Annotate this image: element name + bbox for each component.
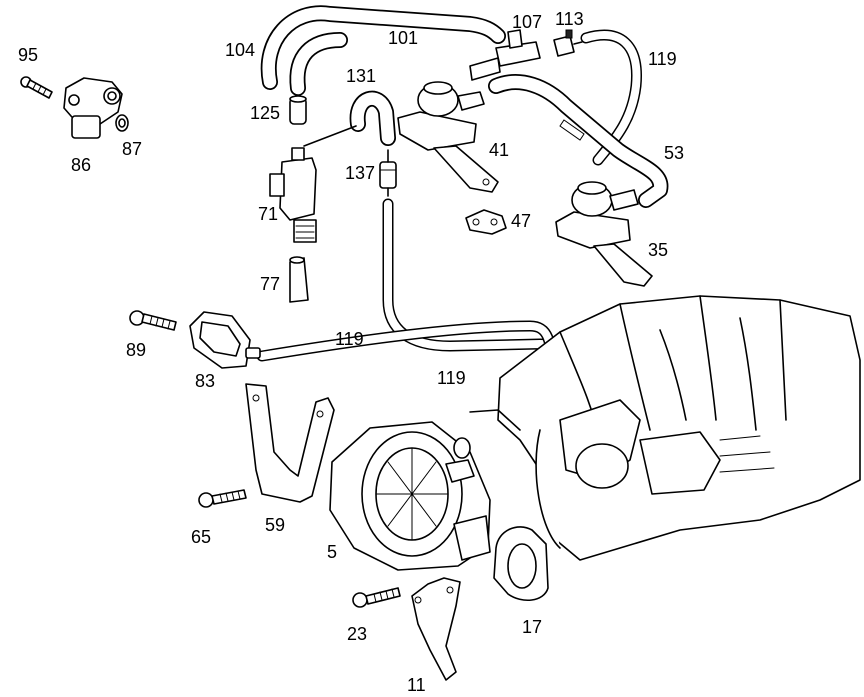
callout-35: 35 xyxy=(648,240,669,260)
part-47-gasket xyxy=(465,209,507,235)
callout-113: 113 xyxy=(555,9,584,29)
part-65-bolt xyxy=(198,489,247,508)
part-41-valve xyxy=(397,81,499,193)
part-11-bracket xyxy=(411,577,461,681)
callout-17: 17 xyxy=(522,617,543,637)
callout-87: 87 xyxy=(122,139,143,159)
part-17-clamp xyxy=(493,526,549,601)
callout-131: 131 xyxy=(346,66,377,86)
part-77-sleeve xyxy=(289,256,309,303)
part-87-seal xyxy=(115,114,129,132)
callout-47: 47 xyxy=(511,211,532,231)
part-86-sensor xyxy=(63,77,123,139)
callout-23: 23 xyxy=(347,624,368,644)
callout-137: 137 xyxy=(345,163,376,183)
part-137-filter xyxy=(379,149,397,197)
callout-5: 5 xyxy=(327,542,338,562)
hose-104-101 xyxy=(260,5,506,96)
callout-101: 101 xyxy=(388,28,419,48)
callout-95: 95 xyxy=(18,45,39,65)
part-53-hose xyxy=(488,74,669,208)
hose-119-mid xyxy=(256,320,558,382)
callout-119-mid: 119 xyxy=(335,329,364,349)
callout-65: 65 xyxy=(191,527,212,547)
part-35-valve xyxy=(555,181,653,287)
callout-11: 11 xyxy=(407,675,426,695)
part-89-bolt xyxy=(129,310,177,331)
callout-77: 77 xyxy=(260,274,281,294)
callout-83: 83 xyxy=(195,371,216,391)
part-83-sensor xyxy=(189,311,261,369)
part-107-connector xyxy=(469,29,541,81)
callout-71: 71 xyxy=(258,204,279,224)
intake-manifold-icon xyxy=(469,295,861,561)
callout-104: 104 xyxy=(225,40,256,60)
part-125-tube xyxy=(289,95,307,125)
callout-53: 53 xyxy=(664,143,685,163)
part-59-bracket xyxy=(245,383,335,503)
part-23-bolt xyxy=(352,587,401,608)
callout-119-low: 119 xyxy=(437,368,466,388)
callout-59: 59 xyxy=(265,515,286,535)
callout-41: 41 xyxy=(489,140,510,160)
part-71-valve xyxy=(269,125,357,243)
part-95-screw xyxy=(20,76,53,99)
callout-89: 89 xyxy=(126,340,147,360)
callout-107: 107 xyxy=(512,12,543,32)
callout-119-top: 119 xyxy=(648,49,677,69)
part-131-hose xyxy=(349,90,396,146)
part-113-valve xyxy=(553,29,583,57)
callout-86: 86 xyxy=(71,155,92,175)
callout-125: 125 xyxy=(250,103,281,123)
part-5-air-pump xyxy=(329,421,491,571)
